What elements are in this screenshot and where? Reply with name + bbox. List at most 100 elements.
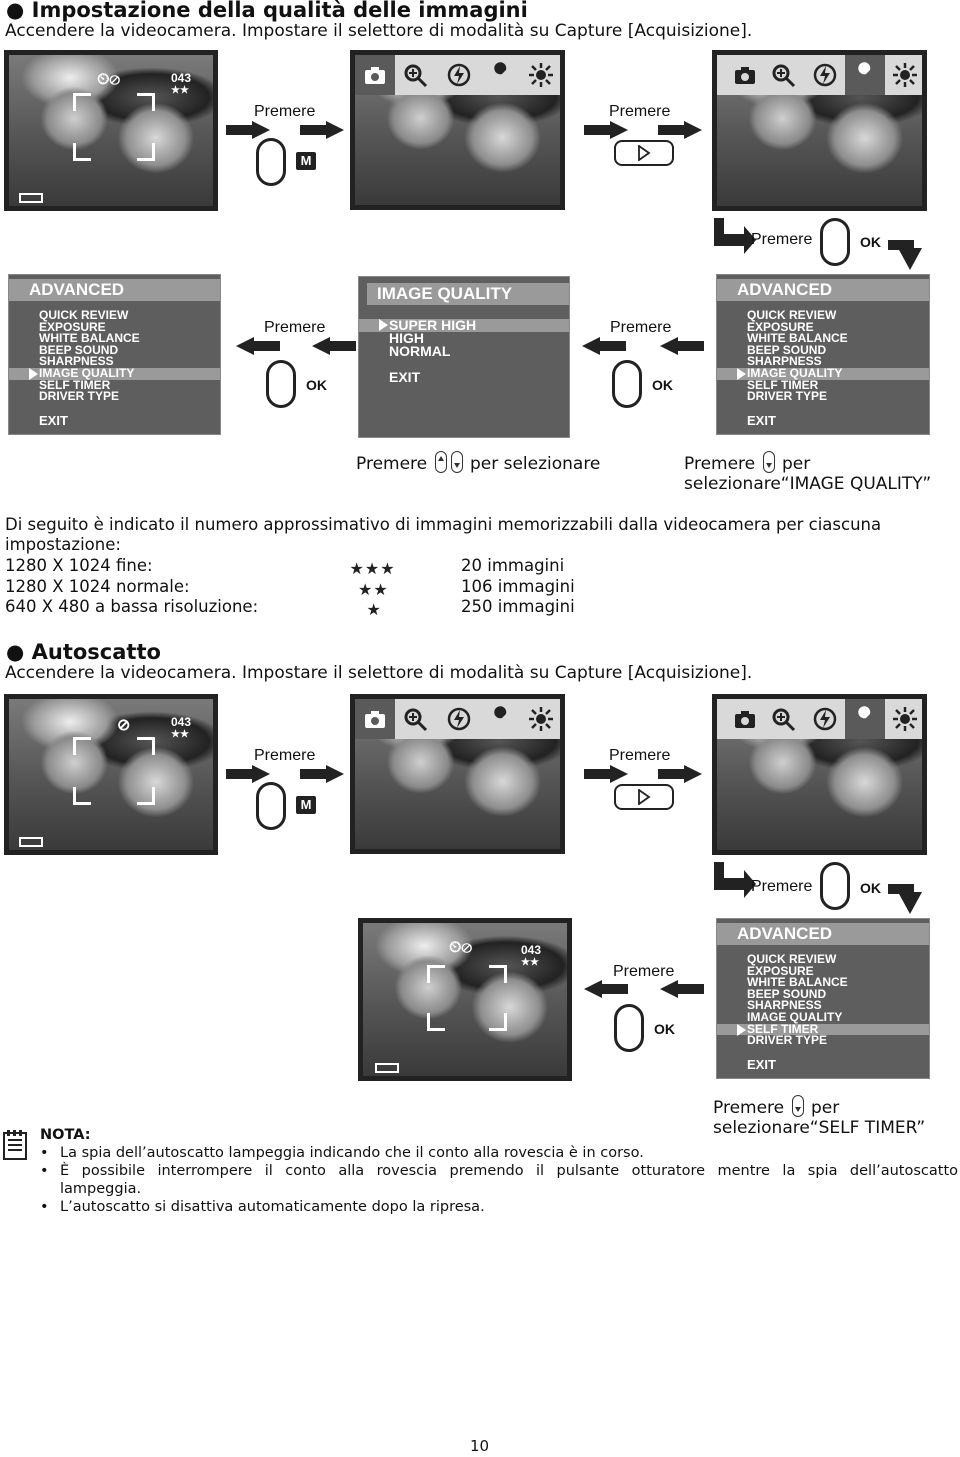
- press-label: Premere: [609, 747, 671, 764]
- note-item-cont: lampeggia.: [60, 1181, 142, 1197]
- arrow-left-icon: [582, 337, 626, 355]
- up-key-icon: [434, 451, 447, 473]
- note-icon: [3, 1130, 27, 1160]
- arrow-left-icon: [660, 980, 704, 998]
- arrow-right-icon: [658, 121, 702, 139]
- button-icon: [266, 360, 296, 408]
- zoom-icon: [765, 699, 801, 739]
- table-row-count: 20 immagini: [461, 556, 565, 575]
- caption-text: per: [810, 1098, 840, 1118]
- focus-bracket: [73, 787, 91, 805]
- menu-item: SELF TIMER: [747, 377, 819, 392]
- play-key-icon: [614, 784, 674, 810]
- quality-stars-icon: ★★: [521, 957, 539, 968]
- flash-off-icon: [807, 55, 843, 95]
- quality-stars-icon: ★: [366, 600, 382, 619]
- m-key-icon: M: [296, 796, 316, 814]
- menu-item: SHARPNESS: [747, 354, 822, 369]
- menu-item: BEEP SOUND: [747, 986, 827, 1001]
- brightness-icon: [523, 55, 559, 95]
- table-row-count: 106 immagini: [461, 576, 575, 596]
- arrow-left-icon: [312, 337, 356, 355]
- advanced-menu-screen: ADVANCED QUICK REVIEW EXPOSURE WHITE BAL…: [716, 274, 930, 435]
- note-text: La spia dell’autoscatto lampeggia indica…: [60, 1145, 644, 1161]
- menu-item: SHARPNESS: [39, 354, 114, 369]
- press-label: Premere: [751, 878, 813, 895]
- camera-icon: [725, 699, 765, 739]
- menu-item: WHITE BALANCE: [39, 331, 140, 346]
- camera-toolbar-screen: [350, 694, 565, 854]
- arrow-left-icon: [584, 980, 628, 998]
- press-label: Premere: [254, 103, 316, 120]
- ok-label: OK: [652, 377, 673, 393]
- brightness-icon: [887, 55, 922, 95]
- caption-select-st: Premere per: [713, 1095, 839, 1118]
- focus-bracket: [489, 1013, 507, 1031]
- bullet: •: [40, 1163, 49, 1179]
- arrow-left-icon: [660, 337, 704, 355]
- focus-bracket: [137, 787, 155, 805]
- table-intro-1: Di seguito è indicato il numero approssi…: [5, 515, 882, 534]
- brightness-icon: [887, 699, 922, 739]
- menu-item: DRIVER TYPE: [747, 389, 828, 404]
- bullet: •: [40, 1199, 49, 1215]
- menu-item: HIGH: [389, 330, 424, 346]
- press-label: Premere: [751, 231, 813, 248]
- down-key-icon: [762, 451, 775, 473]
- flash-off-icon: [441, 699, 477, 739]
- menu-item: EXPOSURE: [747, 963, 814, 978]
- caption-press: Premere: [356, 454, 428, 474]
- menu-exit: EXIT: [39, 413, 68, 428]
- focus-bracket: [137, 143, 155, 161]
- camera-icon: [355, 55, 395, 95]
- focus-bracket: [73, 93, 91, 111]
- menu-list: QUICK REVIEW EXPOSURE WHITE BALANCE BEEP…: [717, 309, 929, 404]
- button-icon: [820, 862, 850, 910]
- zoom-icon: [397, 55, 433, 95]
- toolbar: [717, 699, 922, 739]
- menu-item: QUICK REVIEW: [747, 952, 837, 966]
- flash-off-icon: ⊘: [117, 717, 131, 734]
- quality-stars-icon: ★★: [171, 85, 189, 96]
- ok-label: OK: [860, 880, 881, 896]
- heading-text: Autoscatto: [31, 640, 161, 664]
- focus-bracket: [427, 1013, 445, 1031]
- bullet: •: [40, 1145, 49, 1161]
- caption-select: Premere per selezionare: [356, 451, 600, 474]
- menu-item-selected: IMAGE QUALITY: [717, 367, 929, 380]
- arrow-right-icon: [300, 765, 344, 783]
- page-number: 10: [470, 1437, 490, 1455]
- shot-count: 043: [521, 943, 542, 957]
- wrench-icon: [845, 55, 885, 95]
- menu-list: SUPER HIGH HIGH NORMAL: [359, 318, 569, 358]
- menu-item: EXPOSURE: [747, 319, 814, 334]
- section-intro-1: Accendere la videocamera. Impostare il s…: [5, 21, 753, 41]
- shot-count: 043: [171, 715, 192, 729]
- self-timer-flash-icon: ⏲⊘: [449, 939, 472, 956]
- menu-item: BEEP SOUND: [747, 342, 827, 357]
- note-text: È possibile interrompere il conto alla r…: [60, 1163, 958, 1179]
- arrow-right-icon: [226, 121, 270, 139]
- table-row-count: 250 immagini: [461, 597, 575, 616]
- camera-preview-screen: ⊘ 043 ★★: [4, 694, 218, 855]
- focus-bracket: [137, 737, 155, 755]
- quality-stars-icon: ★★: [358, 579, 389, 599]
- camera-preview-screen: ⏲⊘ 043 ★★: [4, 50, 218, 211]
- ok-label: OK: [654, 1021, 675, 1037]
- focus-bracket: [73, 737, 91, 755]
- caption-press: Premere: [684, 454, 756, 474]
- button-icon: [256, 138, 286, 186]
- brightness-icon: [523, 699, 559, 739]
- elbow-arrow-icon: [714, 218, 922, 270]
- focus-bracket: [137, 93, 155, 111]
- table-row-setting: 1280 X 1024 normale:: [5, 576, 190, 596]
- menu-item: BEEP SOUND: [39, 342, 119, 357]
- press-label: Premere: [254, 747, 316, 764]
- menu-title: ADVANCED: [717, 279, 929, 301]
- button-icon: [614, 1004, 644, 1052]
- note-item: • È possibile interrompere il conto alla …: [40, 1162, 958, 1180]
- flash-off-icon: [807, 699, 843, 739]
- camera-preview-self-timer: ⏲⊘ 043 ★★: [358, 918, 572, 1081]
- toolbar: [717, 55, 922, 95]
- focus-bracket: [73, 143, 91, 161]
